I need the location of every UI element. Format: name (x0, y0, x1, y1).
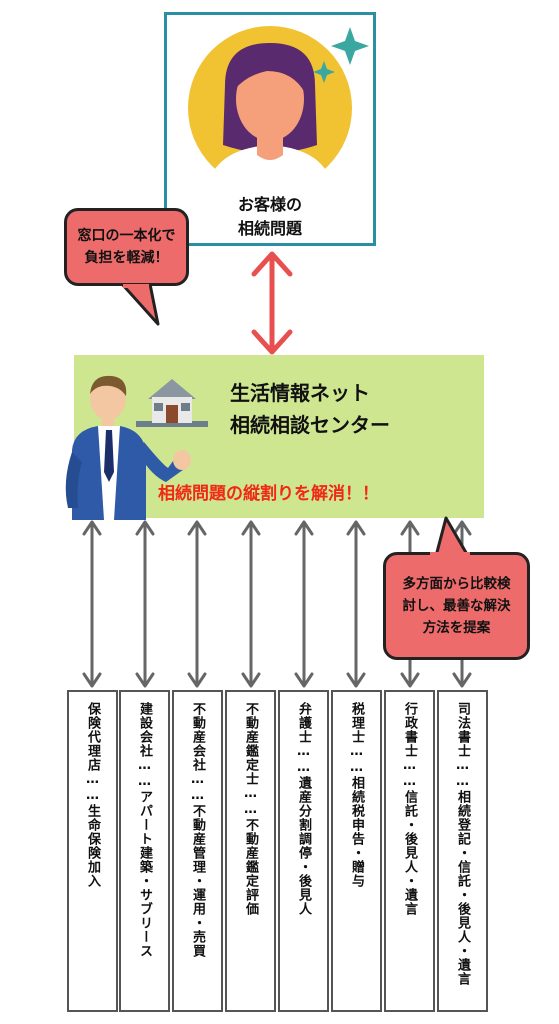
service-label: 建設会社……アパート建築・サブリース (137, 702, 152, 958)
center-subtitle: 相続問題の縦割りを解消！！ (158, 484, 379, 504)
bubble-top-line1: 窓口の一本化で (77, 228, 176, 244)
service-label: 不動産会社……不動産管理・運用・売買 (190, 702, 205, 958)
customer-label-line2: 相続問題 (237, 219, 302, 238)
service-label: 税理士……相続税申告・贈与 (349, 702, 364, 888)
customer-label-line1: お客様の (237, 195, 302, 214)
service-box-judicial-scrivener: 司法書士……相続登記・信託・後見人・遺言 (437, 690, 488, 1012)
bubble-right-tail-join (430, 552, 470, 556)
service-box-administrative-scrivener: 行政書士……信託・後見人・遺言 (384, 690, 435, 1012)
woman-avatar-icon (188, 26, 369, 190)
center-title-line2: 相続相談センター (230, 413, 390, 437)
bubble-top-line2: 負担を軽減！ (84, 250, 169, 266)
speech-bubble-right: 多方面から比較検 討し、最善な解決 方法を提案 (383, 552, 530, 660)
service-box-tax-accountant: 税理士……相続税申告・贈与 (331, 690, 382, 1012)
bubble-right-line3: 方法を提案 (422, 620, 491, 636)
arrow-3-icon (187, 520, 207, 688)
service-label: 弁護士……遺産分割調停・後見人 (296, 702, 311, 916)
speech-bubble-top: 窓口の一本化で 負担を軽減！ (64, 208, 189, 286)
service-label: 不動産鑑定士……不動産鑑定評価 (243, 702, 258, 916)
arrow-6-icon (346, 520, 366, 688)
center-title: 生活情報ネット 相続相談センター (230, 377, 470, 441)
bubble-right-line2: 討し、最善な解決 (402, 598, 511, 614)
service-box-lawyer: 弁護士……遺産分割調停・後見人 (278, 690, 329, 1012)
bubble-top-tail-icon (120, 284, 160, 326)
service-label: 保険代理店……生命保険加入 (85, 702, 100, 888)
customer-label: お客様の 相続問題 (167, 193, 373, 241)
arrow-1-icon (82, 520, 102, 688)
center-title-line1: 生活情報ネット (230, 381, 370, 405)
service-box-construction: 建設会社……アパート建築・サブリース (119, 690, 170, 1012)
service-box-realestate: 不動産会社……不動産管理・運用・売買 (172, 690, 223, 1012)
bubble-right-line1: 多方面から比較検 (402, 576, 511, 592)
service-label: 行政書士……信託・後見人・遺言 (402, 702, 417, 916)
arrow-2-icon (135, 520, 155, 688)
service-box-insurance: 保険代理店……生命保険加入 (67, 690, 118, 1012)
arrow-5-icon (294, 520, 314, 688)
businessman-icon (65, 375, 191, 520)
arrow-4-icon (241, 520, 261, 688)
customer-box: お客様の 相続問題 (164, 12, 376, 246)
house-icon (136, 379, 208, 427)
service-box-appraiser: 不動産鑑定士……不動産鑑定評価 (225, 690, 276, 1012)
double-arrow-red-icon (251, 251, 293, 355)
service-label: 司法書士……相続登記・信託・後見人・遺言 (455, 702, 470, 986)
